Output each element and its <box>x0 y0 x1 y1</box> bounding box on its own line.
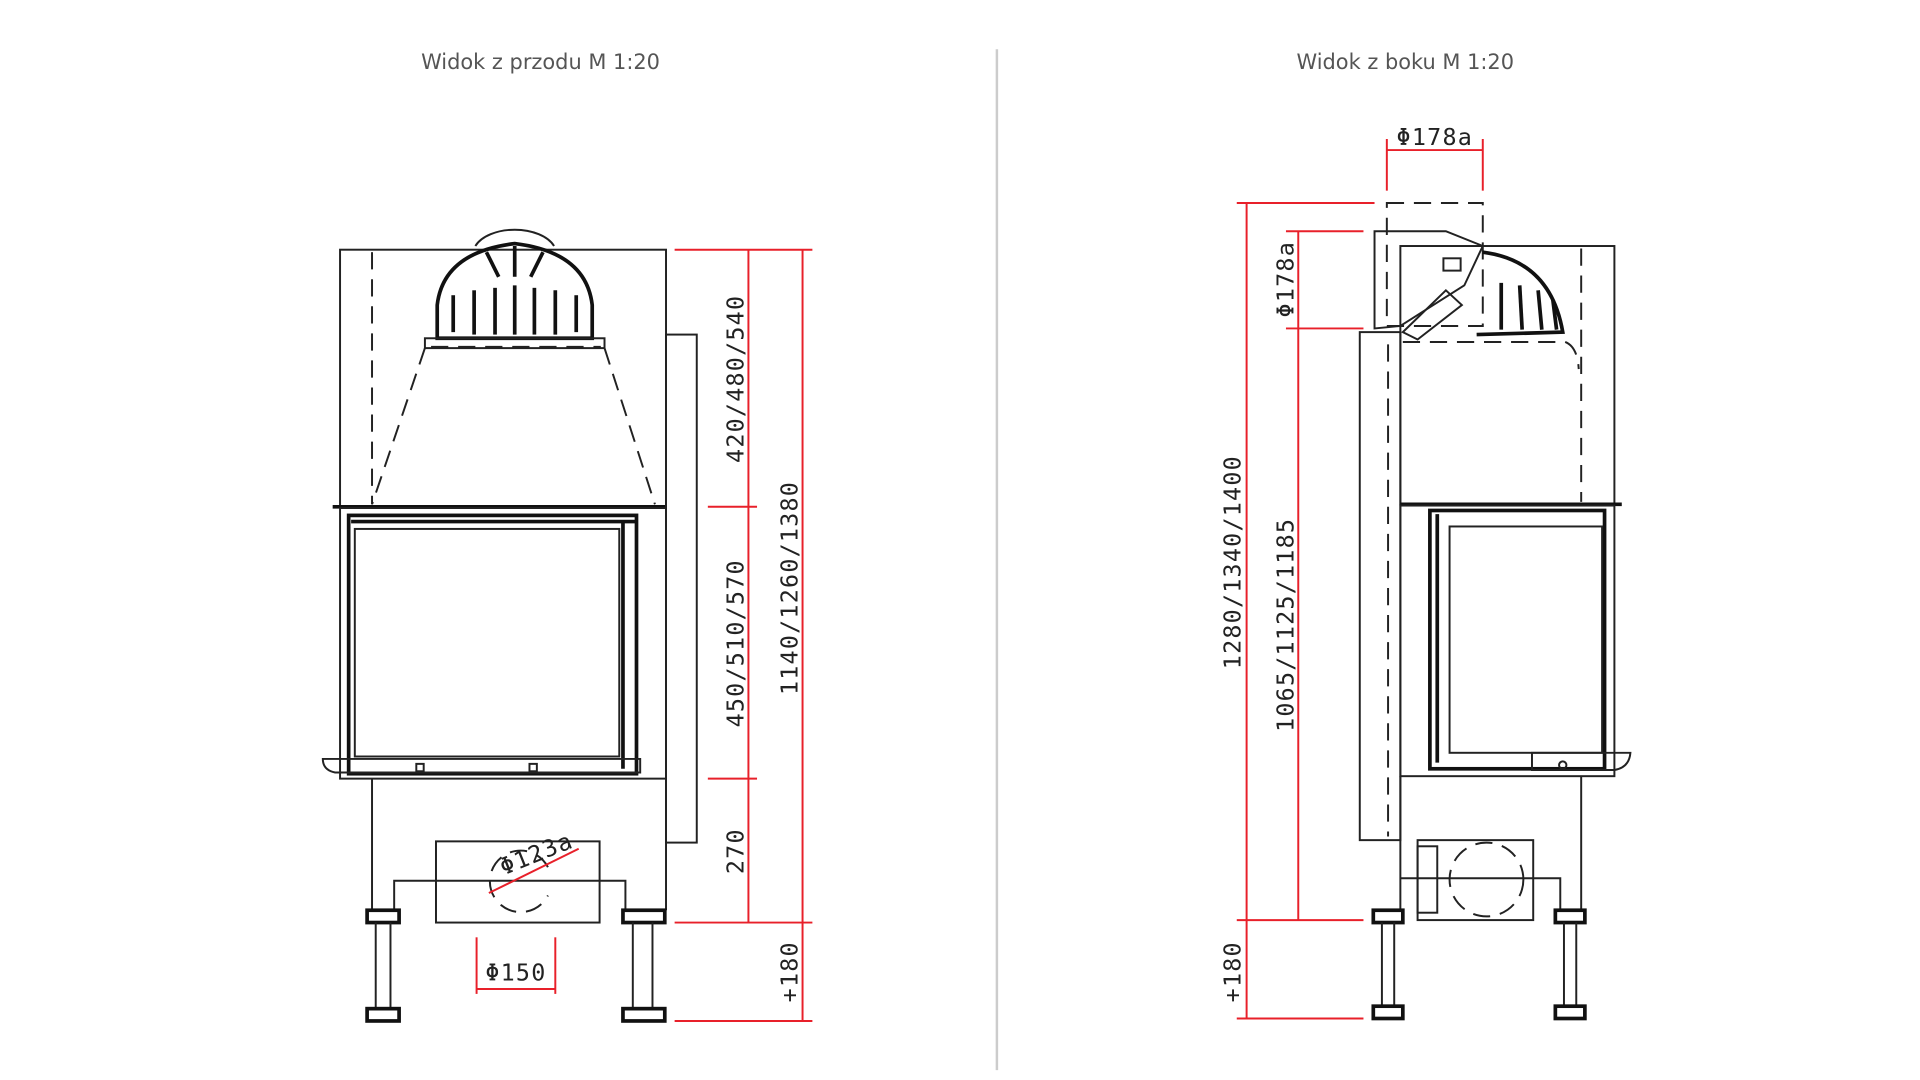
dim-side-total: 1280/1340/1400 <box>1218 455 1246 669</box>
dim-front-total: 1140/1260/1380 <box>776 481 804 695</box>
side-leg-left <box>1371 908 1405 1021</box>
side-dimension-lines <box>1236 138 1484 1020</box>
dim-air-inlet: Φ150 <box>485 958 546 986</box>
dim-side-legs: +180 <box>1218 941 1246 1002</box>
front-dimension-lines <box>475 248 813 1022</box>
dim-front-door: 450/510/570 <box>722 559 750 727</box>
front-view-title: Widok z przodu M 1:20 <box>421 50 660 74</box>
dim-air-duct: Φ123a <box>496 826 577 881</box>
side-view-fireplace <box>1358 201 1632 1021</box>
dim-front-lower: 270 <box>722 828 750 874</box>
front-leg-right <box>621 908 667 1023</box>
front-view-fireplace <box>321 228 698 1023</box>
dim-front-upper: 420/480/540 <box>722 295 750 463</box>
dim-front-legs: +180 <box>776 941 804 1002</box>
dim-flue-top: Φ178a <box>1397 123 1473 151</box>
side-view-title: Widok z boku M 1:20 <box>1297 50 1515 74</box>
side-leg-right <box>1553 908 1587 1021</box>
dim-flue-side: Φ178a <box>1271 241 1299 317</box>
dim-flue-height: 1065/1125/1185 <box>1271 518 1299 732</box>
front-leg-left <box>365 908 401 1023</box>
